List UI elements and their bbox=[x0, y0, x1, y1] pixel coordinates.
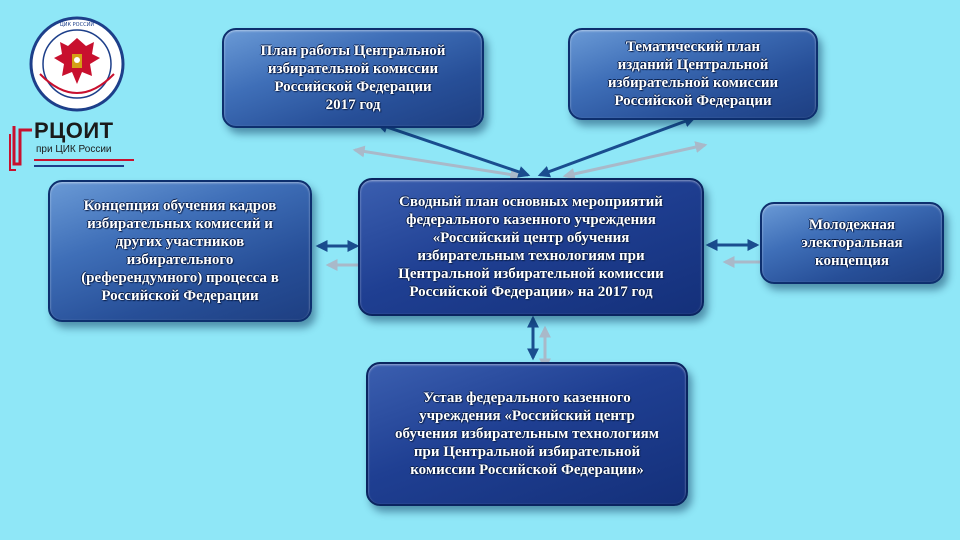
rcoit-logo-icon bbox=[9, 126, 134, 171]
node-top-left-plan: План работы Центральной избирательной ко… bbox=[222, 28, 484, 128]
rcoit-logo-title: РЦОИТ bbox=[34, 118, 114, 143]
arrow-shadow-top-right bbox=[562, 141, 708, 180]
node-center-summary-plan: Сводный план основных мероприятий федера… bbox=[358, 178, 704, 316]
arrow-center-top-left bbox=[375, 121, 531, 178]
node-top-right-plan: Тематический план изданий Центральной из… bbox=[568, 28, 818, 120]
node-bottom-charter: Устав федерального казенного учреждения … bbox=[366, 362, 688, 506]
arrow-center-top-right bbox=[537, 115, 697, 178]
node-left-concept: Концепция обучения кадров избирательных … bbox=[48, 180, 312, 322]
svg-text:ЦИК РОССИИ: ЦИК РОССИИ bbox=[60, 22, 94, 28]
cik-emblem-icon: ЦИК РОССИИ bbox=[29, 16, 125, 112]
node-right-youth-concept: Молодежная электоральная концепция bbox=[760, 202, 944, 284]
rcoit-logo-subtitle: при ЦИК России bbox=[36, 144, 112, 155]
